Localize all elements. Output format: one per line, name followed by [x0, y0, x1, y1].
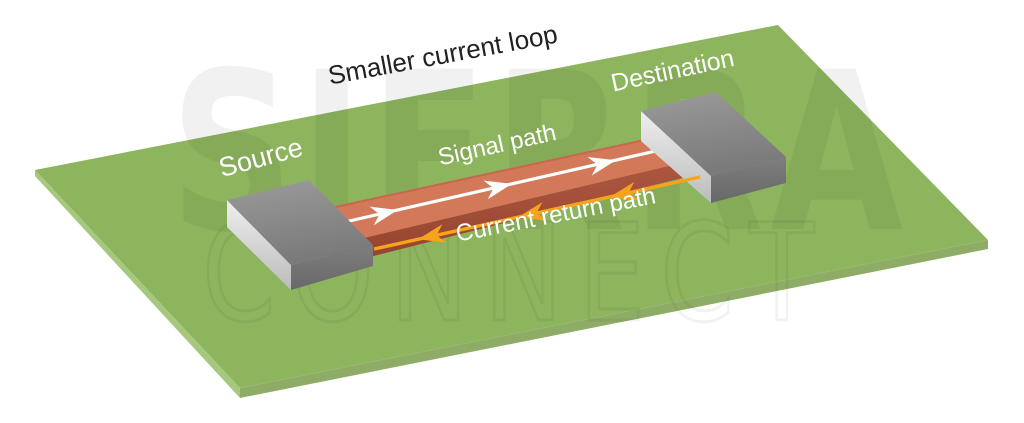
destination-chip-right-face — [711, 157, 786, 203]
board-side-right — [240, 240, 988, 398]
signal-path-arrows — [344, 143, 683, 226]
return-arrowhead-icon — [610, 181, 639, 201]
source-chip-top-face — [227, 180, 373, 265]
signal-trace-back-edge — [330, 130, 687, 209]
source-chip-right-face — [291, 245, 373, 290]
return-path-arrows — [373, 175, 701, 251]
return-arrowhead-icon — [518, 202, 547, 221]
signal-arrowhead-icon — [587, 156, 616, 176]
signal-arrowhead-icon — [483, 180, 512, 200]
source-chip-left-face — [227, 200, 291, 290]
destination-chip-top-face — [641, 92, 786, 176]
source-chip — [227, 180, 373, 290]
return-arrowhead-icon — [418, 224, 447, 243]
signal-arrowhead-icon — [369, 206, 398, 226]
signal-path-line — [344, 143, 683, 224]
board-side-left — [35, 170, 240, 398]
